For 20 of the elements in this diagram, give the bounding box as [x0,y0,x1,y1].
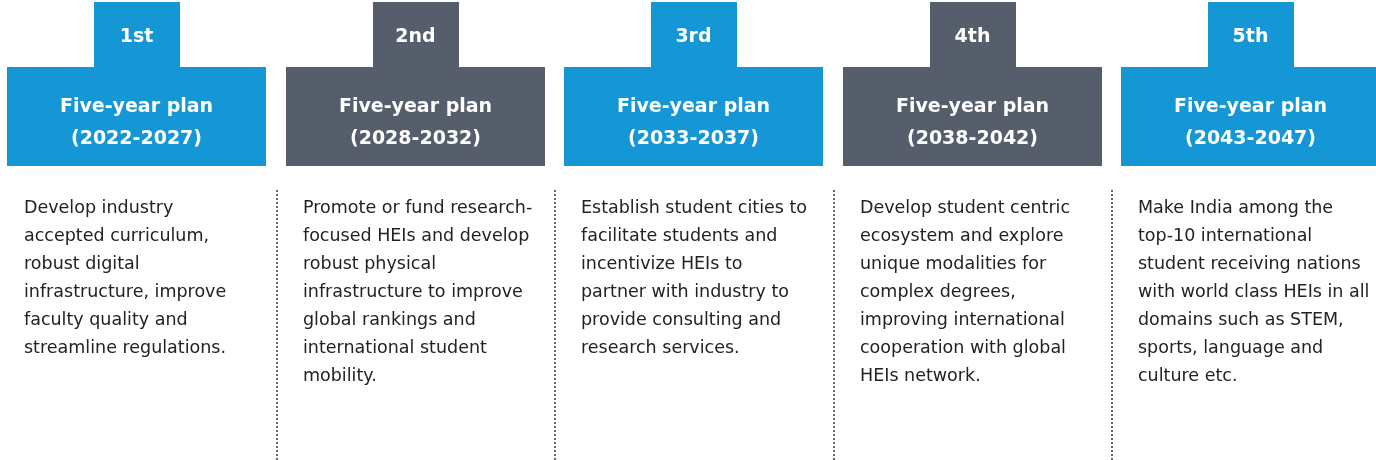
plan-description: Make India among the top-10 international student receiving nations with world class HEIs in all domains such as STEM, sports, language and culture etc. [1138,196,1370,387]
plan-heading: Five-year plan [615,93,772,118]
plan-heading: Five-year plan [58,93,215,118]
plan-heading: (2022-2027) [70,125,203,150]
plan-header-box [843,67,1102,166]
plan-header-box [564,67,823,166]
plan-header-box [1121,67,1376,166]
plan-heading: Five-year plan [337,93,494,118]
plan-description: Promote or fund research-focused HEIs and develop robust physical infrastructure to improve global rankings and international student mobility. [303,196,534,387]
plan-header-box [7,67,266,166]
plan-heading: (2043-2047) [1184,125,1317,150]
plan-description: Develop student centric ecosystem and explore unique modalities for complex degrees, improving international cooperation with global HEIs network. [860,196,1072,387]
plan-header-box [286,67,545,166]
plan-heading: (2033-2037) [627,125,760,150]
plan-description: Establish student cities to facilitate students and incentivize HEIs to partner with industry to provide consulting and research services. [581,196,809,359]
plan-heading: (2028-2032) [349,125,482,150]
plan-heading: Five-year plan [1172,93,1329,118]
plan-description: Develop industry accepted curriculum, robust digital infrastructure, improve faculty quality and streamline regulations. [24,196,228,359]
plan-heading: Five-year plan [894,93,1051,118]
plan-heading: (2038-2042) [906,125,1039,150]
